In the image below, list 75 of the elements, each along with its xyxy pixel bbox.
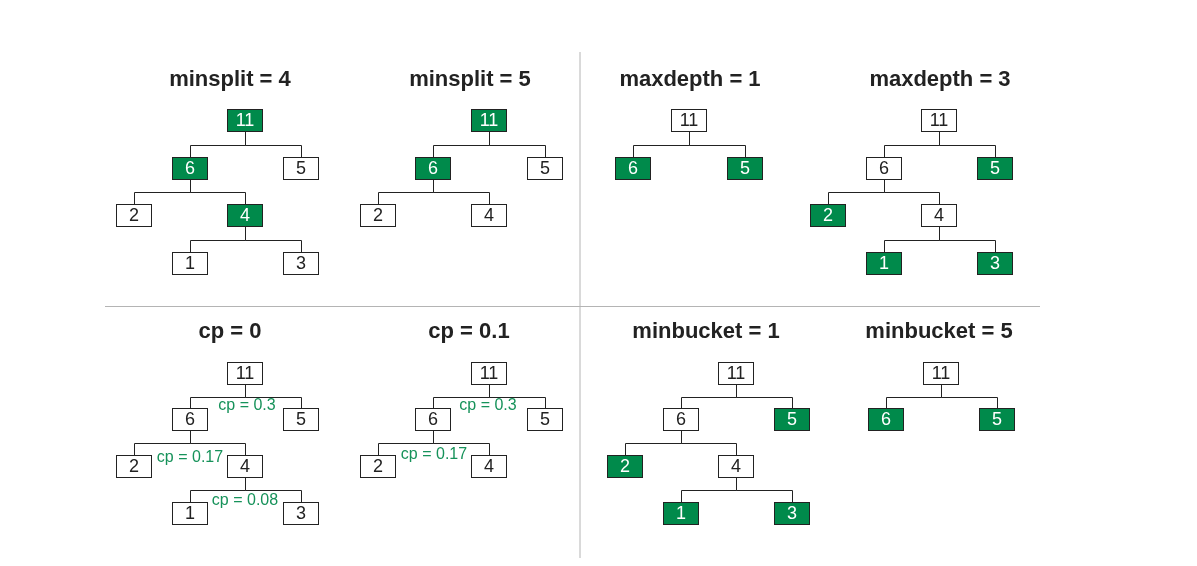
tree-node: 11 bbox=[921, 109, 957, 132]
panel-heading: cp = 0.1 bbox=[428, 320, 510, 342]
tree-node: 11 bbox=[471, 362, 507, 385]
tree-node: 4 bbox=[227, 455, 263, 478]
tree-node: 11 bbox=[923, 362, 959, 385]
panel-heading: cp = 0 bbox=[198, 320, 262, 342]
tree-branch-line bbox=[736, 477, 793, 503]
tree-node: 2 bbox=[116, 455, 152, 478]
tree-node: 1 bbox=[172, 502, 208, 525]
tree-branch-line bbox=[190, 179, 246, 205]
tree-node: 6 bbox=[172, 157, 208, 180]
panel-heading: maxdepth = 1 bbox=[619, 68, 761, 90]
tree-node: 6 bbox=[615, 157, 651, 180]
tree-node: 4 bbox=[921, 204, 957, 227]
tree-branch-line bbox=[245, 226, 302, 253]
tree-node: 3 bbox=[283, 502, 319, 525]
tree-node: 1 bbox=[663, 502, 699, 525]
tree-branch-line bbox=[489, 384, 546, 409]
tree-node: 6 bbox=[415, 408, 451, 431]
panel-heading: minbucket = 1 bbox=[632, 320, 780, 342]
tree-branch-line bbox=[884, 179, 940, 205]
tree-branch-line bbox=[941, 384, 998, 409]
tree-node: 11 bbox=[227, 362, 263, 385]
tree-node: 2 bbox=[810, 204, 846, 227]
panel-heading: minbucket = 5 bbox=[865, 320, 1013, 342]
tree-branch-line bbox=[190, 430, 246, 456]
tree-node: 6 bbox=[172, 408, 208, 431]
tree-branch-line bbox=[433, 179, 490, 205]
tree-node: 2 bbox=[607, 455, 643, 478]
panel-heading: maxdepth = 3 bbox=[869, 68, 1011, 90]
tree-node: 4 bbox=[471, 455, 507, 478]
tree-node: 2 bbox=[360, 455, 396, 478]
tree-branch-line bbox=[681, 430, 737, 456]
tree-branch-line bbox=[245, 131, 302, 158]
panel-heading: minsplit = 4 bbox=[169, 68, 291, 90]
tree-node: 6 bbox=[868, 408, 904, 431]
tree-branch-line bbox=[433, 430, 490, 456]
tree-node: 6 bbox=[866, 157, 902, 180]
tree-node: 5 bbox=[283, 157, 319, 180]
split-annotation: cp = 0.17 bbox=[156, 449, 224, 465]
tree-branch-line bbox=[736, 384, 793, 409]
tree-node: 11 bbox=[471, 109, 507, 132]
tree-branch-line bbox=[489, 131, 546, 158]
tree-branch-line bbox=[939, 226, 996, 253]
tree-node: 5 bbox=[977, 157, 1013, 180]
tree-branch-line bbox=[245, 384, 302, 409]
tree-node: 11 bbox=[671, 109, 707, 132]
tree-node: 2 bbox=[116, 204, 152, 227]
tree-node: 5 bbox=[527, 157, 563, 180]
tree-node: 11 bbox=[718, 362, 754, 385]
tree-node: 5 bbox=[527, 408, 563, 431]
tree-node: 11 bbox=[227, 109, 263, 132]
tree-node: 2 bbox=[360, 204, 396, 227]
tree-node: 6 bbox=[415, 157, 451, 180]
tree-branch-line bbox=[245, 477, 302, 503]
split-annotation: cp = 0.3 bbox=[459, 397, 517, 413]
tree-branch-line bbox=[939, 131, 996, 158]
tree-branch-line bbox=[689, 131, 746, 158]
tree-node: 1 bbox=[866, 252, 902, 275]
split-annotation: cp = 0.08 bbox=[211, 492, 279, 508]
tree-node: 4 bbox=[718, 455, 754, 478]
split-annotation: cp = 0.3 bbox=[218, 397, 276, 413]
split-annotation: cp = 0.17 bbox=[400, 446, 468, 462]
tree-node: 5 bbox=[727, 157, 763, 180]
tree-node: 6 bbox=[663, 408, 699, 431]
tree-node: 5 bbox=[979, 408, 1015, 431]
panel-heading: minsplit = 5 bbox=[409, 68, 531, 90]
tree-node: 3 bbox=[774, 502, 810, 525]
tree-node: 5 bbox=[283, 408, 319, 431]
tree-node: 4 bbox=[227, 204, 263, 227]
tree-node: 4 bbox=[471, 204, 507, 227]
tree-node: 3 bbox=[283, 252, 319, 275]
tree-node: 3 bbox=[977, 252, 1013, 275]
tree-node: 5 bbox=[774, 408, 810, 431]
tree-node: 1 bbox=[172, 252, 208, 275]
